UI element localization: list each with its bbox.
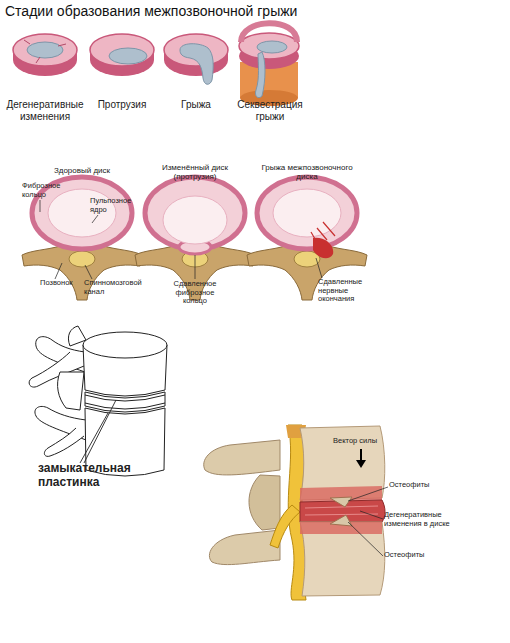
nucleus — [257, 41, 287, 53]
nucleus — [27, 42, 63, 58]
osteophyte — [330, 497, 352, 507]
vertebral-arch — [247, 246, 367, 300]
disc-crack — [24, 40, 66, 63]
part-label: Остеофиты — [384, 551, 444, 560]
panel-heading: Изменённый диск (протрузия) — [150, 163, 240, 181]
vertebra-line-drawing — [29, 326, 167, 476]
vertebral-arch — [22, 246, 142, 300]
leader-line — [348, 487, 388, 501]
annulus — [257, 177, 357, 249]
posterior-element — [209, 530, 280, 565]
nucleus — [273, 189, 341, 237]
leader-line — [348, 522, 383, 556]
part-label: Остеофиты — [389, 481, 449, 490]
sequestered-fragment — [255, 52, 265, 98]
vertebral-body-top — [83, 332, 167, 358]
leader-line — [195, 255, 196, 279]
pointer-line — [84, 400, 116, 463]
stage-label: Грыжа — [166, 99, 226, 111]
nucleus — [109, 48, 147, 64]
spine-segment — [204, 425, 385, 600]
osteophyte — [330, 515, 352, 526]
leader-line — [85, 265, 92, 279]
spinal-canal — [69, 251, 95, 267]
diagram-title: Стадии образования межпозвоночной грыжи — [5, 3, 405, 19]
leader-line — [40, 200, 41, 212]
leader-line — [316, 258, 322, 278]
facet-joint — [58, 372, 84, 410]
panel-heading: Здоровый диск — [37, 166, 127, 175]
endplate-pointers — [80, 400, 116, 463]
herniated-nucleus — [313, 238, 333, 259]
disc-hernia — [164, 34, 228, 84]
disc-top — [90, 34, 154, 66]
endplate — [85, 395, 165, 401]
stage-label: Секвестрация грыжи — [231, 99, 309, 122]
part-label: замыкательная пластинка — [38, 462, 142, 490]
part-label: Фиброзное кольцо — [22, 182, 68, 199]
upper-plate — [241, 23, 297, 42]
spinous-process — [44, 428, 84, 456]
leader-lines — [348, 487, 388, 556]
part-label: Дегенеративные изменения в диске — [384, 511, 456, 528]
herniated-nucleus — [180, 44, 213, 85]
part-label: Пульпозное ядро — [90, 197, 136, 214]
stage-label: Дегенеративные изменения — [3, 99, 87, 122]
force-label: Вектор силы — [333, 437, 393, 446]
disc-degenerative — [13, 34, 77, 76]
annulus — [145, 177, 245, 249]
part-label: Позвонок — [40, 279, 80, 288]
posterior-element — [204, 440, 280, 475]
intervertebral-disc — [85, 392, 165, 412]
endplate — [85, 403, 165, 409]
disc-top — [239, 33, 299, 59]
nucleus — [163, 196, 227, 244]
disc-top — [13, 34, 77, 66]
disc-protrusion — [90, 34, 154, 76]
panel-heading: Грыжа межпозвоночного диска — [259, 163, 355, 181]
leader-line — [55, 263, 62, 279]
part-label: Сдавленное фиброзное кольцо — [170, 280, 220, 306]
stage-label: Протрузия — [87, 99, 157, 111]
disc-sequestration — [239, 23, 299, 106]
force-arrow-head — [356, 460, 366, 468]
facet-joint — [249, 475, 280, 530]
leader-line — [360, 511, 383, 519]
part-label: Сдавленные нервные окончания — [318, 278, 368, 304]
part-label: Спинномозговой канал — [84, 279, 148, 296]
nerve-root — [270, 505, 300, 548]
pointer-line — [80, 413, 108, 463]
leader-line — [92, 215, 98, 223]
vertebral-body — [300, 522, 385, 596]
leader-lines — [40, 200, 322, 279]
force-arrow-shaft — [360, 449, 362, 461]
